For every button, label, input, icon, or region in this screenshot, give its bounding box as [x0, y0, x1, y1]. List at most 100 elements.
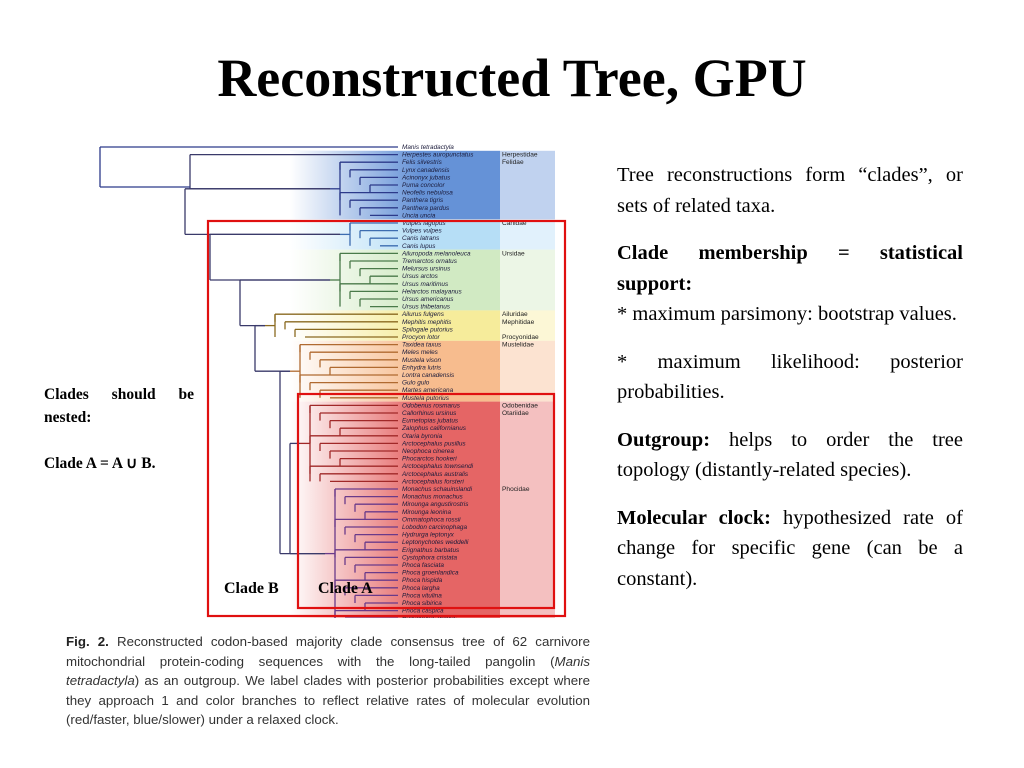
taxon-label: Lontra canadensis: [402, 372, 455, 379]
taxon-label: Puma concolor: [402, 182, 445, 189]
band-fade: [290, 150, 420, 623]
caption-text-1: Reconstructed codon-based majority clade…: [66, 634, 590, 669]
clades-definition: Tree reconstructions form “clades”, or s…: [617, 164, 963, 217]
outgroup-text: helps to order the tree topology (distan…: [617, 428, 963, 482]
family-label: Herpestidae: [502, 152, 538, 159]
taxon-label: Mustela putorius: [402, 395, 450, 402]
taxon-label: Mirounga angustirostris: [402, 501, 469, 508]
taxon-label: Lynx canadensis: [402, 167, 450, 174]
taxon-label: Otaria byronia: [402, 433, 443, 440]
taxon-label: Mephitis mephitis: [402, 319, 452, 326]
taxon-label: Phoca groenlandica: [402, 570, 459, 577]
taxon-label: Arctocephalus forsteri: [401, 478, 464, 485]
taxon-label: Neofelis nebulosa: [402, 190, 453, 197]
clade-a-label: Clade A: [318, 580, 373, 597]
family-label: Ailuridae: [502, 311, 528, 318]
taxon-label: Herpestes auropunctatus: [402, 152, 474, 159]
taxon-label: Uncia uncia: [402, 212, 436, 219]
taxon-label: Phoca sibirica: [402, 600, 442, 607]
taxon-label: Zalophus californianus: [401, 425, 467, 432]
nesting-note: Clades should be nested: Clade A = A ∪ B…: [44, 383, 194, 498]
family-color-band: [500, 219, 555, 250]
family-label: Mephitidae: [502, 319, 535, 326]
taxon-label: Phocarctos hookeri: [402, 456, 457, 463]
family-color-band: [500, 401, 555, 622]
taxon-label: Eumetopias jubatus: [402, 418, 459, 425]
taxon-label: Phoca largha: [402, 585, 440, 592]
taxon-label: Monachus monachus: [402, 494, 464, 501]
family-label: Procyonidae: [502, 334, 539, 341]
taxon-label: Neophoca cinerea: [402, 448, 454, 455]
family-color-band: [500, 150, 555, 220]
taxon-label: Erignathus barbatus: [402, 547, 460, 554]
taxon-label: Ailuropoda melanoleuca: [401, 250, 471, 257]
taxon-label: Callorhinus ursinus: [402, 410, 457, 417]
taxon-label: Tremarctos ornatus: [402, 258, 458, 265]
taxon-label: Phoca fasciata: [402, 562, 444, 569]
taxon-label: Cystophora cristata: [402, 554, 457, 561]
family-color-band: [500, 310, 555, 341]
taxon-label: Mirounga leonina: [402, 509, 451, 516]
taxon-label: Martes americana: [402, 387, 454, 394]
taxon-label: Felis silvestris: [402, 159, 443, 166]
taxon-label: Mustela vison: [402, 357, 442, 364]
figure-caption: Fig. 2. Reconstructed codon-based majori…: [66, 632, 590, 730]
explanation-column: Tree reconstructions form “clades”, or s…: [617, 160, 963, 611]
taxon-label: Phoca caspica: [402, 608, 444, 615]
taxon-label: Spilogale putorius: [402, 326, 454, 333]
taxon-label: Ursus americanus: [402, 296, 454, 303]
clade-b-label: Clade B: [224, 580, 279, 597]
slide-title: Reconstructed Tree, GPU: [217, 48, 807, 108]
clade-a-frame: [296, 392, 556, 610]
family-label: Felidae: [502, 159, 524, 166]
molecular-clock-text: hypothesized rate of change for specific…: [617, 506, 963, 590]
taxon-label: Monachus schauinslandi: [402, 486, 473, 493]
molecular-clock-label: Molecular clock:: [617, 506, 771, 529]
family-label: Phocidae: [502, 486, 530, 493]
taxon-label: Ursus arctos: [402, 273, 439, 280]
bootstrap-line: * maximum parsimony: bootstrap values.: [617, 303, 957, 325]
family-label: Canidae: [502, 220, 527, 227]
taxon-label: Phoca vitulina: [402, 592, 442, 599]
clade-b-frame: [206, 219, 567, 618]
taxon-label: Ursus thibetanus: [402, 304, 451, 311]
taxon-label: Manis tetradactyla: [402, 144, 454, 151]
taxon-label: Ommatophoca rossii: [402, 516, 461, 523]
taxon-label: Phoca hispida: [402, 577, 443, 584]
taxon-label: Canis lupus: [402, 243, 436, 250]
taxon-label: Odobenus rosmarus: [402, 402, 461, 409]
taxon-label: Melursus ursinus: [402, 266, 451, 273]
taxon-label: Ailurus fulgens: [401, 311, 445, 318]
family-color-band: [500, 249, 555, 311]
taxon-label: Vulpes lagopus: [402, 220, 446, 227]
taxon-label: Meles meles: [402, 349, 439, 356]
taxon-label: Arctocephalus australis: [401, 471, 469, 478]
taxon-label: Gulo gulo: [402, 380, 430, 387]
taxon-label: Panthera pardus: [402, 205, 450, 212]
taxon-label: Vulpes vulpes: [402, 228, 442, 235]
family-label: Ursidae: [502, 250, 525, 257]
taxon-label: Acinonyx jubatus: [401, 174, 451, 181]
caption-text-2: ) as an outgroup. We label clades with p…: [66, 673, 590, 727]
taxon-label: Ursus maritimus: [402, 281, 449, 288]
taxon-label: Enhydra lutris: [402, 364, 442, 371]
nesting-statement: Clades should be nested:: [44, 386, 194, 426]
outgroup-label: Outgroup:: [617, 428, 711, 451]
taxon-label: Leptonychotes weddelli: [402, 539, 469, 546]
taxon-label: Arctocephalus townsendi: [401, 463, 474, 470]
clade-formula: Clade A = A ∪ B.: [44, 455, 156, 472]
taxon-label: Arctocephalus pusillus: [401, 440, 466, 447]
outgroup-paragraph: Outgroup: helps to order the tree topolo…: [617, 425, 963, 486]
taxon-label: Canis latrans: [402, 235, 440, 242]
family-label: Odobenidae: [502, 402, 538, 409]
taxon-label: Lobodon carcinophaga: [402, 524, 467, 531]
family-label: Mustelidae: [502, 342, 534, 349]
caption-species: Manis tetradactyla: [66, 653, 590, 689]
taxon-label: Procyon lotor: [402, 334, 441, 341]
taxon-label: Helarctos malayanus: [402, 288, 462, 295]
taxon-label: Panthera tigris: [402, 197, 444, 204]
taxon-label: Taxidea taxus: [402, 342, 442, 349]
caption-fig-number: Fig. 2.: [66, 634, 109, 649]
